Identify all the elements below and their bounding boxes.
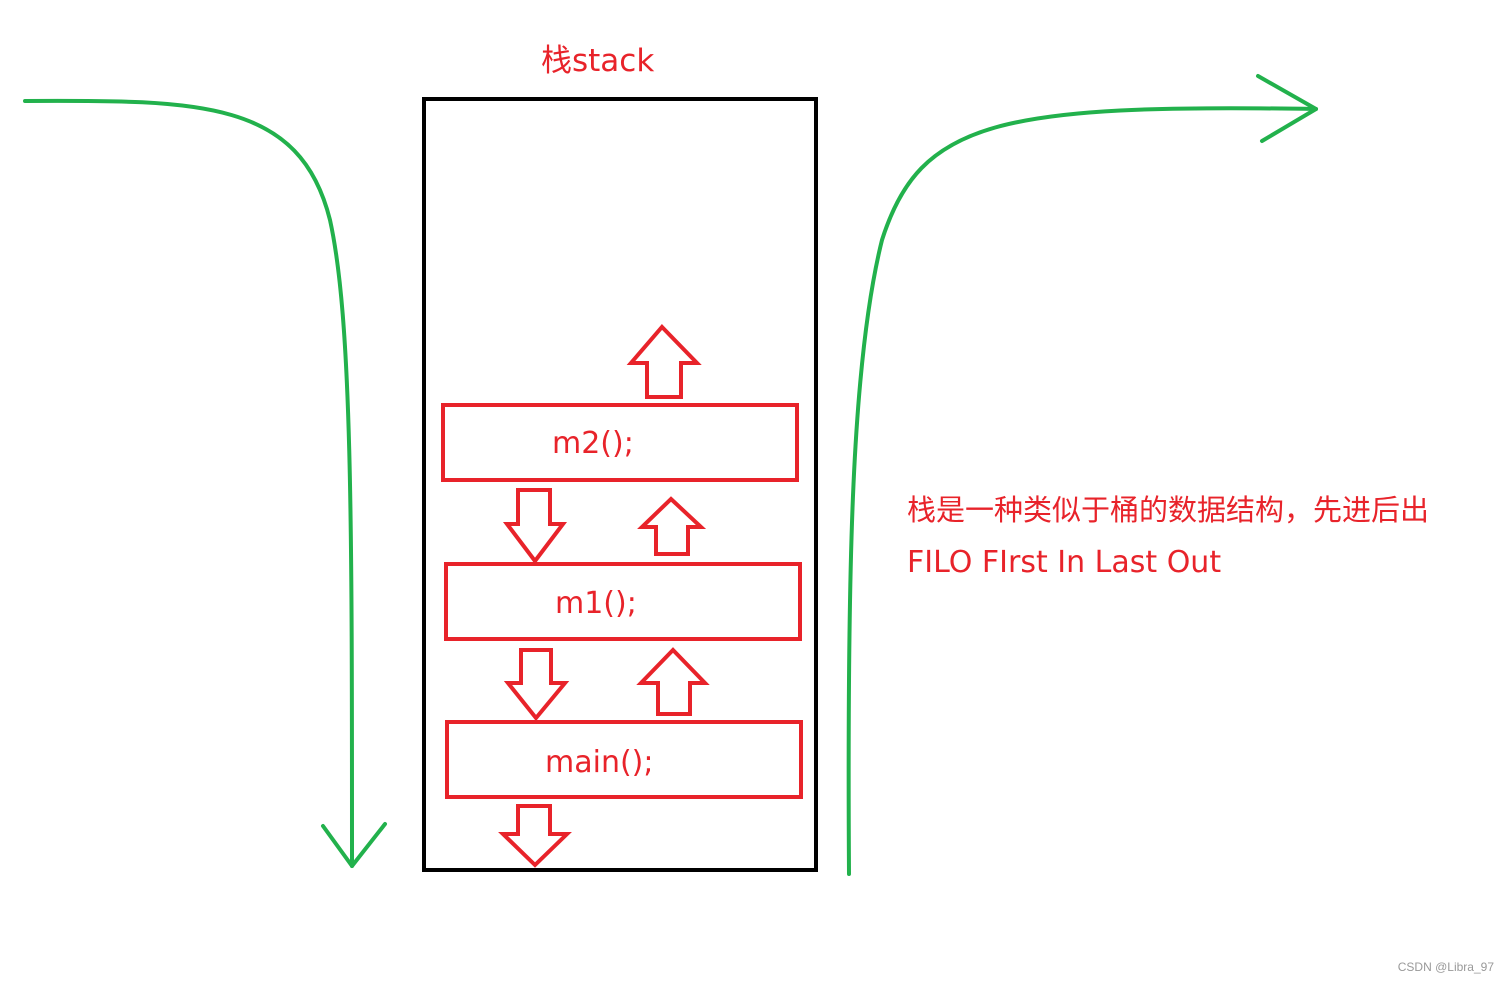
- frame-label-m1: m1();: [555, 586, 637, 621]
- up-arrow-icon: [636, 647, 710, 716]
- down-arrow-icon: [503, 648, 570, 722]
- stack-description-line1: 栈是一种类似于桶的数据结构，先进后出: [907, 493, 1430, 527]
- down-arrow-icon: [498, 804, 572, 868]
- frame-label-m2: m2();: [552, 426, 634, 461]
- up-arrow-icon: [626, 324, 702, 399]
- green-pop-curve: [846, 106, 1318, 876]
- up-arrow-icon: [637, 496, 707, 556]
- frame-label-main: main();: [545, 745, 654, 780]
- frame-box-m1: [444, 562, 802, 641]
- green-push-arrowhead-icon: [321, 822, 387, 868]
- green-pop-arrowhead-icon: [1256, 74, 1318, 143]
- frame-box-m2: [441, 403, 799, 482]
- green-push-curve: [23, 98, 354, 868]
- down-arrow-icon: [502, 488, 568, 565]
- frame-box-main: [445, 720, 803, 799]
- watermark: CSDN @Libra_97: [1397, 960, 1494, 974]
- stack-container: [422, 97, 818, 872]
- stack-title: 栈stack: [541, 43, 655, 79]
- stack-description-line2: FILO FIrst In Last Out: [907, 545, 1222, 580]
